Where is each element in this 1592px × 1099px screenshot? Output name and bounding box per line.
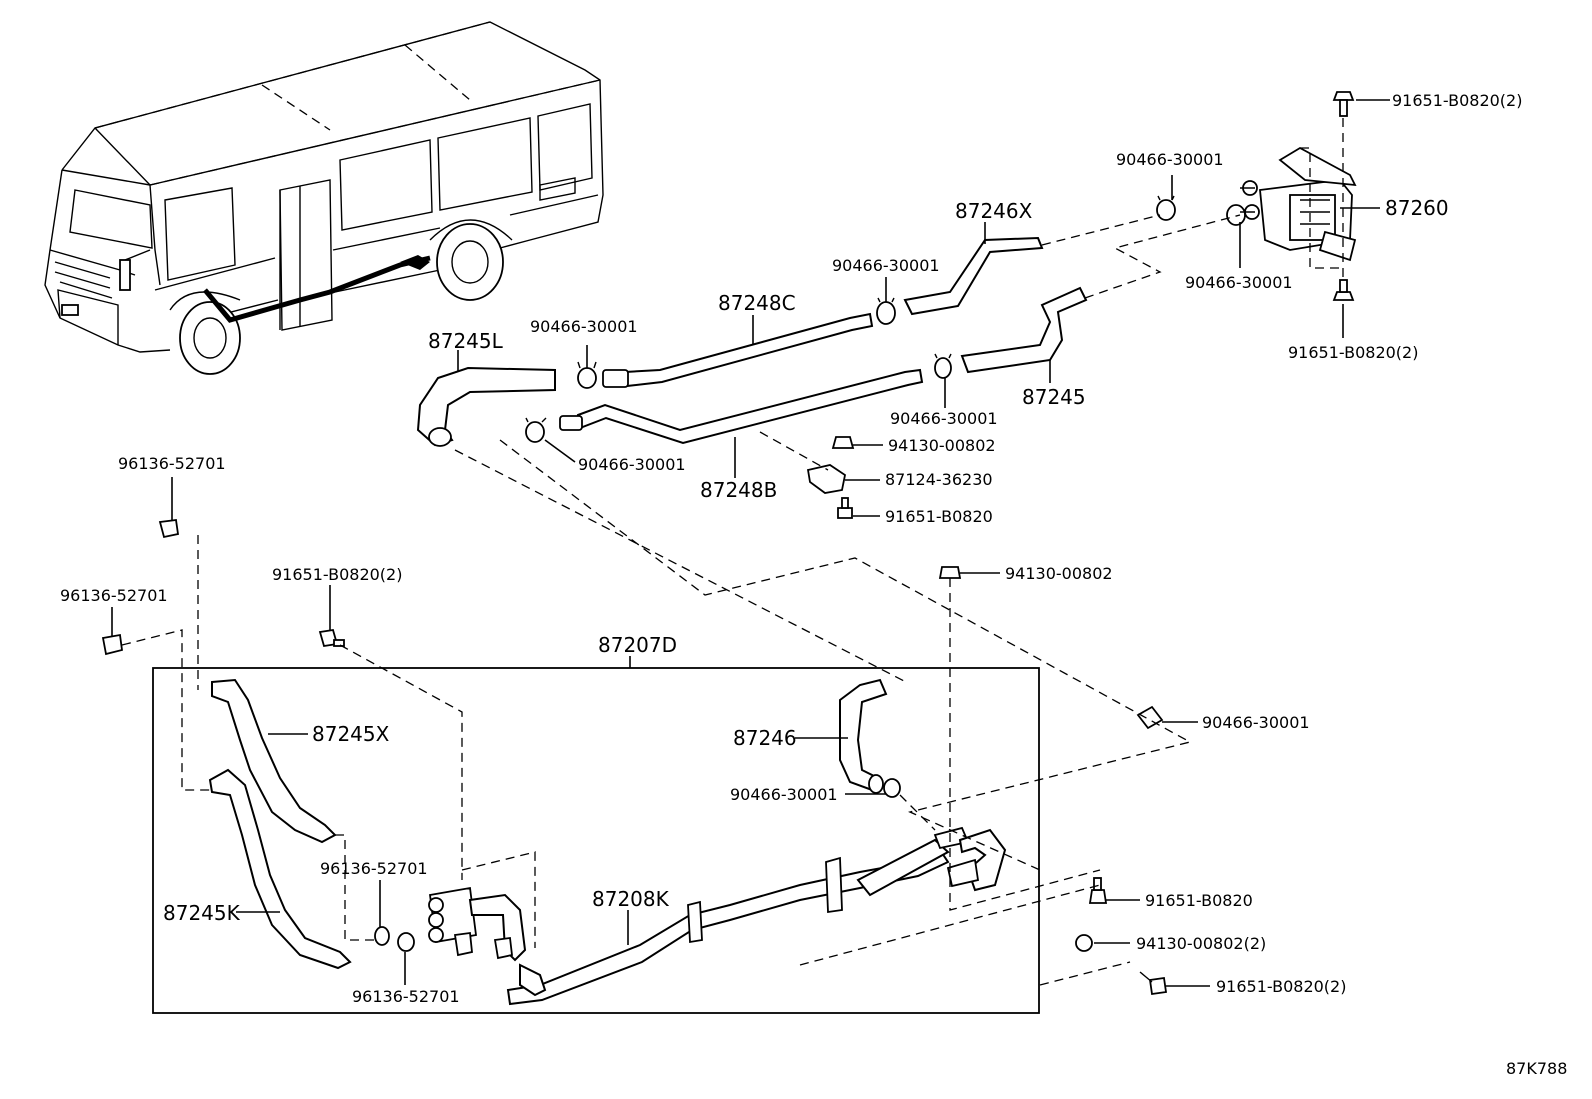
label-96136-a: 96136-52701 [118,454,226,473]
label-94130-b: 94130-00802 [1005,564,1113,583]
clamp-icon [101,633,123,656]
nut-icon [938,566,962,579]
label-91651-b0820-2-top: 91651-B0820(2) [1392,91,1522,110]
label-87245x: 87245X [312,722,390,746]
label-87124-36230: 87124-36230 [885,470,993,489]
label-91651-b0820-2-l: 91651-B0820(2) [272,565,402,584]
label-87245: 87245 [1022,385,1086,409]
label-87246x: 87246X [955,199,1033,223]
bolt-icon [1332,279,1355,301]
leader-lines [111,99,1390,987]
clamp-icon [525,417,547,443]
clamp-icon [883,778,901,798]
label-91651-b0820-2-r: 91651-B0820(2) [1288,343,1418,362]
label-87246: 87246 [733,726,797,750]
clamp-icon [397,932,415,952]
hose-87245x [211,678,337,844]
valve-87260 [1240,146,1357,269]
hose-87246x [903,236,1044,316]
nut-icon [831,436,855,449]
clamp-icon [1226,204,1246,226]
hose-87245 [960,286,1088,374]
assembly-box [152,667,1040,1014]
bus-illustration [44,21,604,375]
hose-87245k [208,768,352,970]
clamp-icon [158,518,180,539]
upper-hoses [416,236,1088,447]
label-87248b: 87248B [700,478,777,502]
clamp-icon [934,353,952,379]
label-90466-right: 90466-30001 [1202,713,1310,732]
fasteners [101,91,1355,996]
bolt-icon [837,497,853,519]
bolt-icon [1139,971,1168,996]
label-94130-a: 94130-00802 [888,436,996,455]
label-90466-top-3: 90466-30001 [1185,273,1293,292]
hose-87246 [839,678,888,792]
label-87260: 87260 [1385,196,1449,220]
routing-lines [121,118,1344,986]
bolt-icon [318,628,345,648]
label-87207d: 87207D [598,633,677,657]
label-91651-b0820-c: 91651-B0820 [885,507,993,526]
label-94130-c: 94130-00802(2) [1136,934,1266,953]
clamp-icon [374,926,390,946]
label-90466-mid-1: 90466-30001 [530,317,638,336]
assembly-87207d [152,656,1040,1014]
label-90466-top-2: 90466-30001 [832,256,940,275]
clip-icon [806,464,847,494]
clamp-icon [1156,195,1176,221]
label-87245k: 87245K [163,901,241,925]
label-91651-b0820-r1: 91651-B0820 [1145,891,1253,910]
hose-87248c [623,312,874,388]
bolt-icon [1088,877,1108,904]
label-90466-bottom: 90466-30001 [730,785,838,804]
label-91651-b0820-r3: 91651-B0820(2) [1216,977,1346,996]
hose-87248b [576,368,924,445]
label-90466-top-1: 90466-30001 [1116,150,1224,169]
nut-icon [1075,934,1093,952]
clamp-icon [876,297,896,325]
diagram-id: 87K788 [1506,1059,1567,1078]
label-96136-d: 96136-52701 [352,987,460,1006]
label-87248c: 87248C [718,291,796,315]
label-96136-c: 96136-52701 [320,859,428,878]
bolt-icon [1332,91,1355,117]
upper-clamps [525,195,1246,443]
label-90466-mid-3: 90466-30001 [578,455,686,474]
part-labels: 91651-B0820(2) 90466-30001 87260 87246X … [60,91,1567,1078]
label-96136-b: 96136-52701 [60,586,168,605]
label-87208k: 87208K [592,887,670,911]
label-87245l: 87245L [428,329,504,353]
label-90466-mid-2: 90466-30001 [890,409,998,428]
